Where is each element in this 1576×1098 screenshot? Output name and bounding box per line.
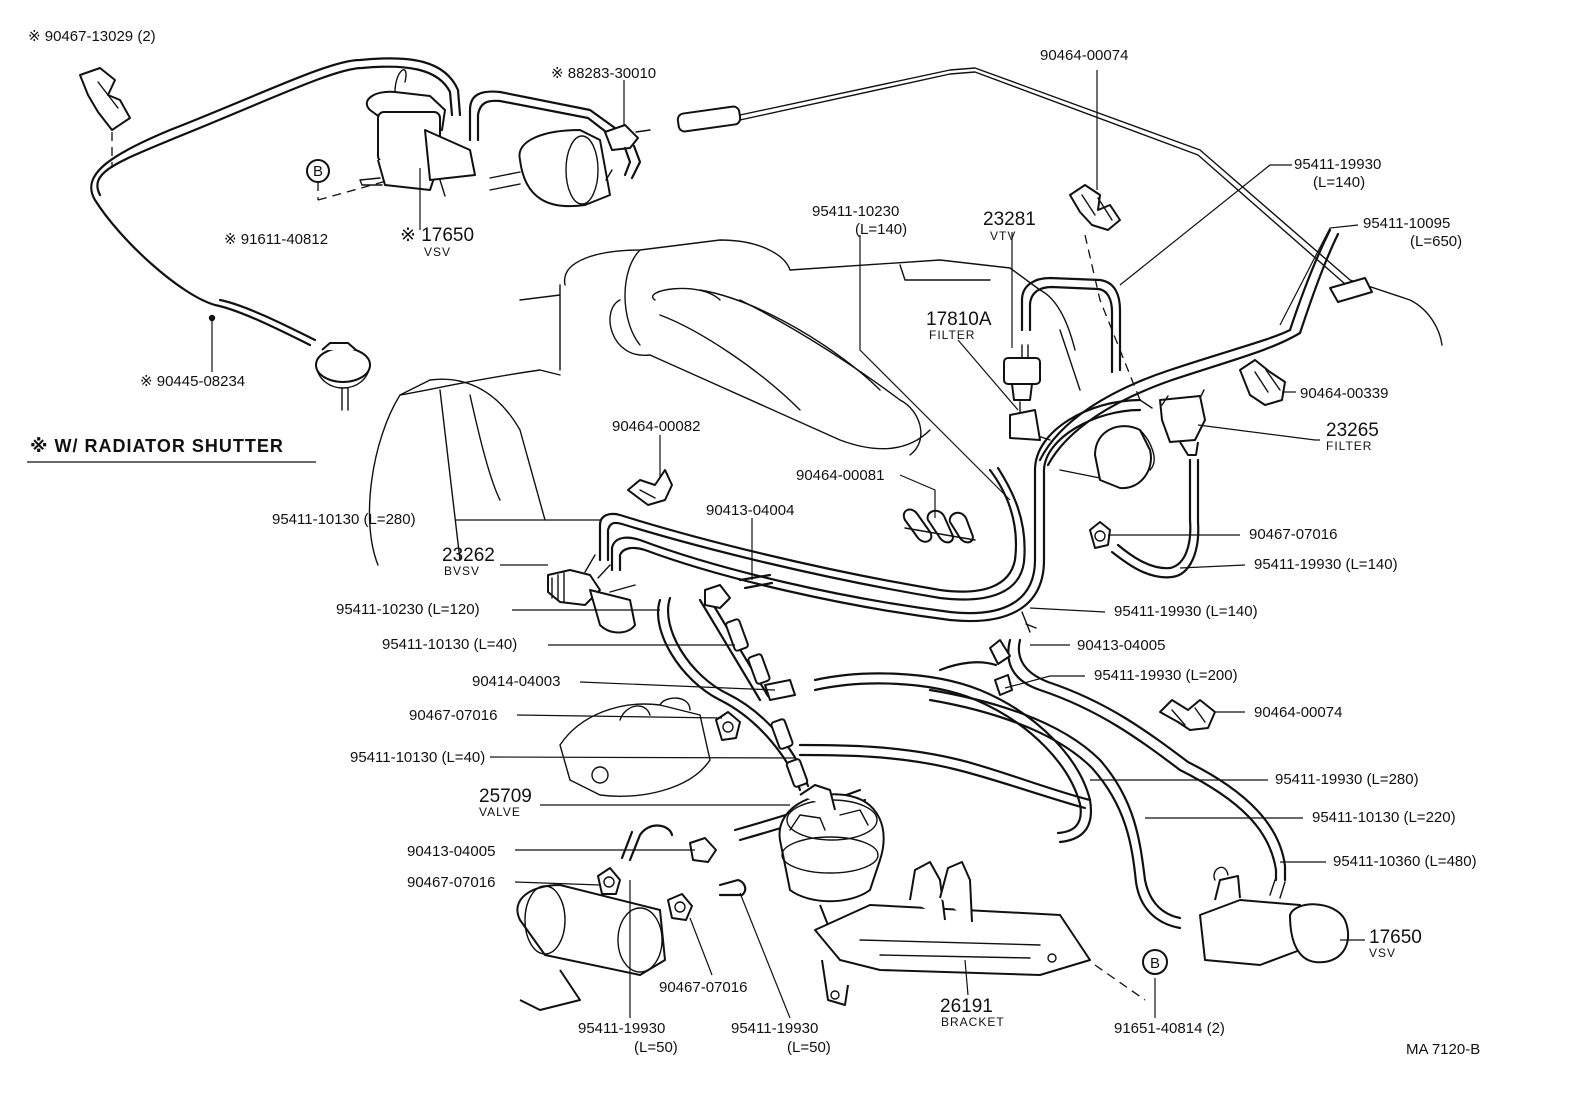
label-95411-10130-280: 95411-10130 (L=280) [272, 511, 416, 528]
label-90467-07016-bottom: 90467-07016 [407, 874, 495, 891]
label-l140-top: (L=140) [1313, 174, 1365, 191]
hose-network [598, 228, 1340, 930]
label-95411-10230-top: 95411-10230 [812, 203, 899, 220]
label-bvsv: BVSV [444, 564, 480, 578]
label-25709: 25709 [479, 786, 532, 807]
label-17810a: 17810A [926, 309, 992, 330]
callout-b-bottom: B [1142, 949, 1168, 975]
label-l50-a: (L=50) [634, 1039, 678, 1056]
label-26191: 26191 [940, 996, 993, 1017]
label-90464-00339: 90464-00339 [1300, 385, 1388, 402]
label-95411-19930-140-a: 95411-19930 (L=140) [1254, 556, 1398, 573]
label-23281: 23281 [983, 209, 1036, 230]
bvsv-23262 [547, 554, 636, 634]
label-95411-10130-40-a: 95411-10130 (L=40) [382, 636, 517, 653]
vsv-17650-bottom [1199, 866, 1350, 966]
engine-outline [368, 239, 1111, 797]
label-valve: VALVE [479, 805, 521, 819]
label-95411-10130-40-b: 95411-10130 (L=40) [350, 749, 485, 766]
label-95411-10095: 95411-10095 [1363, 215, 1450, 232]
radiator-shutter-cable [676, 67, 1443, 346]
leader-lines [27, 70, 1365, 1019]
label-90414-04003: 90414-04003 [472, 673, 560, 690]
callout-b-top-text: B [313, 163, 323, 180]
label-95411-19930-280: 95411-19930 (L=280) [1275, 771, 1419, 788]
label-90413-04005-left: 90413-04005 [407, 843, 495, 860]
label-90467-13029: ※ 90467-13029 (2) [28, 28, 156, 45]
label-95411-19930-top: 95411-19930 [1294, 156, 1381, 173]
label-91611-40812: ※ 91611-40812 [224, 231, 328, 248]
label-17650-top: ※ 17650 [400, 225, 474, 246]
label-90464-00082: 90464-00082 [612, 418, 700, 435]
label-90413-04005-right: 90413-04005 [1077, 637, 1165, 654]
label-90467-07016-left: 90467-07016 [409, 707, 497, 724]
drawing-code: MA 7120-B [1406, 1041, 1480, 1058]
label-vtv: VTV [990, 229, 1016, 243]
filter-23265 [1084, 234, 1206, 490]
label-l140-a: (L=140) [855, 221, 907, 238]
label-90464-00081: 90464-00081 [796, 467, 884, 484]
label-filter-a: FILTER [929, 328, 975, 342]
label-95411-10230-120: 95411-10230 (L=120) [336, 601, 480, 618]
label-filter-b: FILTER [1326, 439, 1372, 453]
label-90467-07016-right: 90467-07016 [1249, 526, 1337, 543]
label-vsv-bottom: VSV [1369, 946, 1396, 960]
label-bracket: BRACKET [941, 1015, 1005, 1029]
label-23265: 23265 [1326, 420, 1379, 441]
label-17650-bottom: 17650 [1369, 927, 1422, 948]
valve-and-bracket [778, 784, 1146, 1006]
label-90413-04004: 90413-04004 [706, 502, 794, 519]
label-90467-07016-c: 90467-07016 [659, 979, 747, 996]
label-91651-40814: 91651-40814 (2) [1114, 1020, 1225, 1037]
label-95411-19930-200: 95411-19930 (L=200) [1094, 667, 1238, 684]
vtv-and-filter [1003, 344, 1041, 441]
title-note-radiator-shutter: ※ W/ RADIATOR SHUTTER [30, 436, 284, 456]
label-95411-10130-220: 95411-10130 (L=220) [1312, 809, 1456, 826]
label-90464-00074-right: 90464-00074 [1254, 704, 1342, 721]
radiator-shutter-hose-group [79, 57, 651, 411]
clips [597, 184, 1286, 921]
label-l50-b: (L=50) [787, 1039, 831, 1056]
label-vsv-top: VSV [424, 245, 451, 259]
label-88283-30010: ※ 88283-30010 [551, 65, 656, 82]
label-95411-19930-50-a: 95411-19930 [578, 1020, 665, 1037]
label-90445-08234: ※ 90445-08234 [140, 373, 245, 390]
bottom-left-canister [516, 824, 747, 1011]
label-90464-00074-top: 90464-00074 [1040, 47, 1128, 64]
label-l650: (L=650) [1410, 233, 1462, 250]
label-95411-19930-50-b: 95411-19930 [731, 1020, 818, 1037]
label-23262: 23262 [442, 545, 495, 566]
label-95411-10360-480: 95411-10360 (L=480) [1333, 853, 1477, 870]
callout-b-top: B [306, 159, 330, 200]
part-labels: ※ 90467-13029 (2) ※ 88283-30010 ※ 91611-… [28, 28, 1480, 1058]
callout-b-bottom-text: B [1150, 955, 1160, 972]
label-95411-19930-140-b: 95411-19930 (L=140) [1114, 603, 1258, 620]
